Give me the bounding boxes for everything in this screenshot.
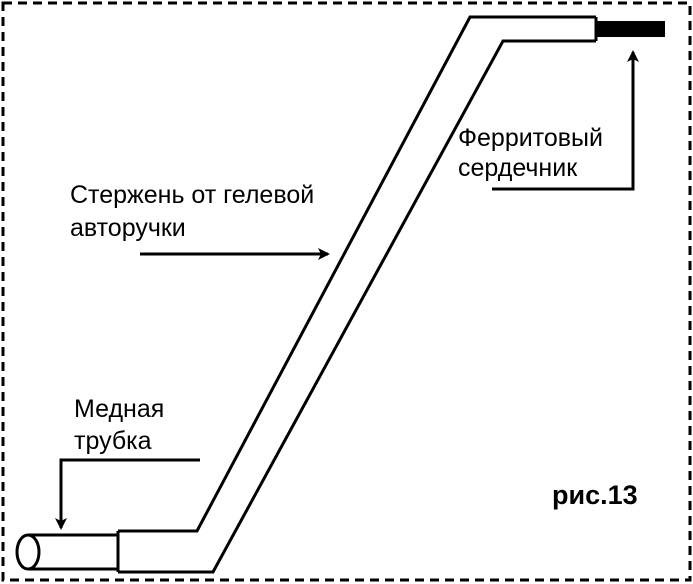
tube-leader-arrow bbox=[55, 458, 200, 530]
ferrite-core-label-line1: Ферритовый bbox=[458, 124, 603, 152]
ferrite-core-label-line2: сердечник bbox=[458, 154, 578, 182]
pen-rod-label-line2: авторучки bbox=[70, 214, 186, 242]
copper-tube bbox=[28, 533, 118, 571]
ferrite-core bbox=[596, 21, 665, 37]
pen-rod-outline-upper bbox=[118, 15, 596, 533]
figure-caption: рис.13 bbox=[552, 480, 638, 510]
pen-rod-label-line1: Стержень от гелевой bbox=[70, 181, 315, 209]
copper-tube-label-line2: трубка bbox=[74, 427, 152, 455]
ferrite-leader-arrow bbox=[492, 50, 639, 191]
pen-rod-outline-lower bbox=[118, 39, 596, 574]
copper-tube-label-line1: Медная bbox=[74, 395, 165, 423]
copper-tube-end bbox=[15, 533, 41, 571]
